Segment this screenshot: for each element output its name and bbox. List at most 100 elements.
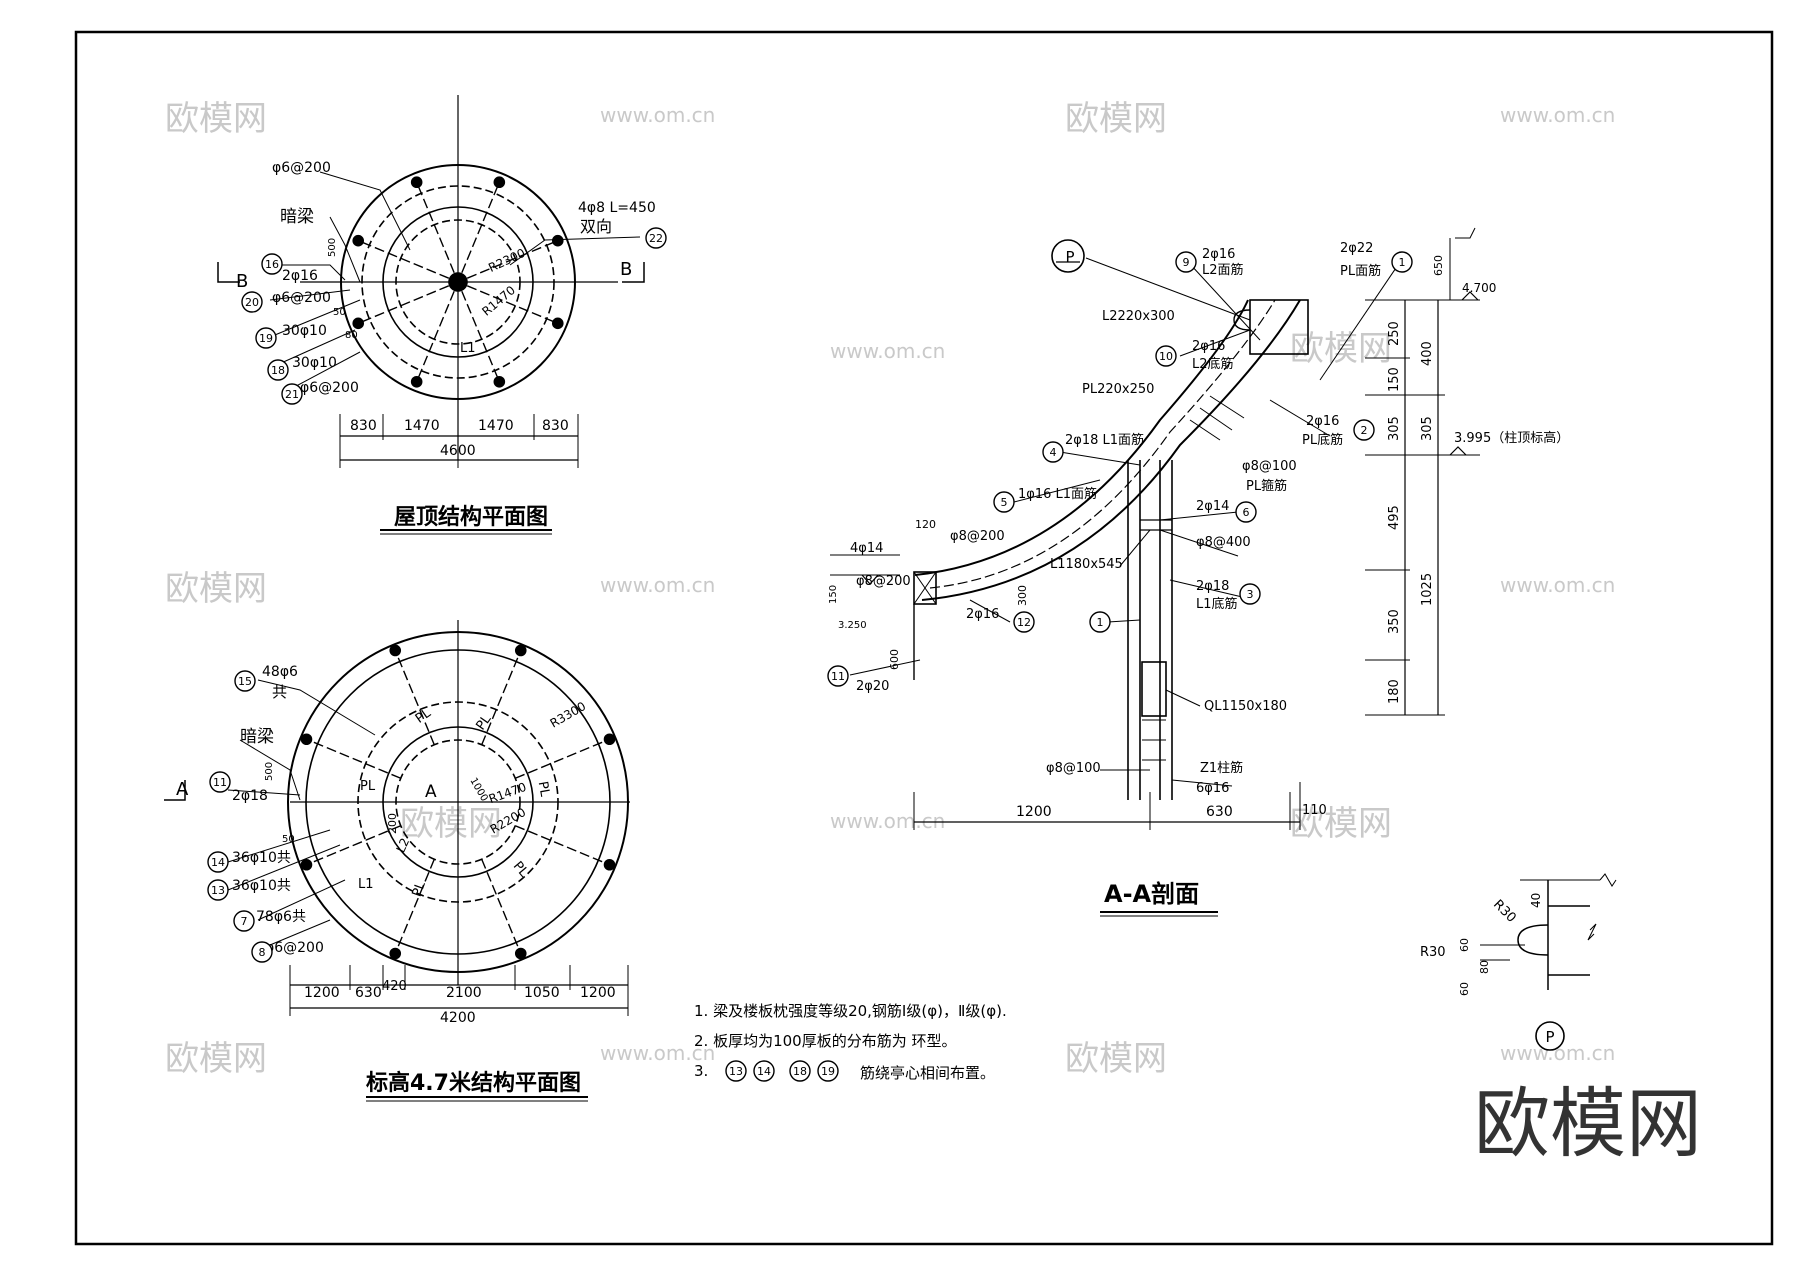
dimension: 60 [1458, 982, 1471, 996]
callout-bubble [817, 1060, 839, 1082]
dimension: 40 [1529, 893, 1543, 908]
dimension: 1470 [478, 418, 514, 434]
callout-number: 13 [729, 1065, 743, 1078]
callout-bubble [251, 941, 273, 963]
column-node [551, 317, 564, 330]
dimension: 495 [1387, 505, 1402, 530]
watermark-url: www.om.cn [1500, 573, 1615, 597]
callout-bubble [1155, 345, 1177, 367]
callout-number: 18 [271, 364, 285, 377]
rebar-label: φ8@100 [1046, 761, 1101, 776]
dimension: 80 [1478, 960, 1491, 974]
note-2: 2. 板厚均为100厚板的分布筋为 环型。 [694, 1032, 956, 1050]
callout-bubble [234, 670, 256, 692]
callout-number: 8 [259, 946, 266, 959]
callout-bubble [207, 879, 229, 901]
callout-number: 16 [265, 258, 279, 271]
note-3-tail: 筋绕亭心相间布置。 [860, 1064, 995, 1082]
rebar-label: 1φ16 L1面筋 [1018, 486, 1097, 502]
roof-structure-plan [217, 95, 645, 535]
rib-line [466, 238, 562, 279]
dimension: 250 [1387, 321, 1402, 346]
dim-200: 200 [386, 813, 399, 834]
section-mark-b-right: B [620, 259, 632, 280]
rebar-label: 36φ10共 [232, 850, 291, 866]
callout-bubble [207, 851, 229, 873]
rebar-label: L2面筋 [1202, 262, 1244, 278]
member-label: L2220x300 [1102, 309, 1175, 324]
callout-bubble [241, 291, 263, 313]
column-node [603, 858, 616, 871]
rebar-label: L1底筋 [1196, 596, 1238, 612]
dimension: 1200 [1016, 804, 1052, 820]
callout-bubble [1391, 251, 1413, 273]
dimension: 300 [1016, 585, 1029, 606]
callout-bubble [993, 491, 1015, 513]
column-node [603, 733, 616, 746]
roof-spokes [352, 176, 564, 388]
rib-line [461, 290, 502, 386]
column-node [300, 858, 313, 871]
rebar-label: 48φ6 [262, 664, 298, 680]
watermark-url: www.om.cn [1500, 103, 1615, 127]
rebar-label: 2φ18 [1196, 579, 1229, 594]
dimension: 150 [1387, 367, 1402, 392]
rebar-label: 4φ14 [850, 541, 883, 556]
callout-number: 19 [259, 332, 273, 345]
column-node [300, 733, 313, 746]
callout-number: 13 [211, 884, 225, 897]
callout-number: 7 [241, 915, 248, 928]
sheet-frame [74, 30, 1774, 1246]
rebar-label: 2φ22 [1340, 241, 1373, 256]
dimension: 1200 [304, 985, 340, 1001]
dimension: 1470 [404, 418, 440, 434]
brand-logo: 欧模网 [1474, 1079, 1702, 1168]
beam-label: L1 [358, 877, 374, 892]
rib-line [481, 859, 523, 958]
level-mark: 3.250 [838, 620, 867, 631]
beam-label: L2 [393, 836, 412, 855]
column-node [410, 375, 423, 388]
column-node [352, 317, 365, 330]
callout-bubble [1239, 583, 1261, 605]
beam-label: PL [410, 879, 430, 899]
column-node [389, 947, 402, 960]
watermark: 欧模网 [165, 569, 267, 609]
watermark: 欧模网 [1290, 804, 1392, 844]
callout-bubble [267, 359, 289, 381]
watermark-url: www.om.cn [830, 809, 945, 833]
rib-line [302, 825, 401, 867]
dimension: 1025 [1420, 573, 1435, 606]
watermark-url: www.om.cn [1500, 1041, 1615, 1065]
level-4700-plan [164, 620, 630, 1102]
rebar-label: PL底筋 [1302, 432, 1343, 448]
column-node [493, 176, 506, 189]
dimension: 600 [888, 649, 901, 670]
callout-number: 1 [1399, 256, 1406, 269]
rebar-label: φ8@400 [1196, 535, 1251, 550]
rebar-label: 2φ16 [1306, 414, 1339, 429]
rebar-label: φ8@200 [950, 529, 1005, 544]
watermark: 欧模网 [1065, 99, 1167, 139]
dimension: 305 [1420, 416, 1435, 441]
drawing-title: 屋顶结构平面图 [394, 504, 548, 530]
watermark-url: www.om.cn [600, 1041, 715, 1065]
callout-bubble [1042, 441, 1064, 463]
callout-bubble [209, 771, 231, 793]
dim-1000: 1000 [467, 776, 489, 804]
watermark-url: www.om.cn [830, 339, 945, 363]
watermark-url: www.om.cn [600, 103, 715, 127]
rebar-label: φ8@200 [856, 574, 911, 589]
section-text: P 2φ16 L2面筋 2φ22 PL面筋 L2220x300 2φ16 L2底… [828, 241, 1569, 908]
callout-number: 9 [1183, 256, 1190, 269]
rebar-label: Z1柱筋 [1200, 760, 1243, 776]
rebar-label: 2φ16 [1202, 247, 1235, 262]
rebar-label: 2φ18 [232, 788, 268, 804]
rib-line [515, 825, 614, 867]
dimension: 630 [1206, 804, 1233, 820]
rebar-label: PL面筋 [1340, 263, 1381, 279]
level-mark: 4.700 [1462, 281, 1496, 295]
detail-mark: P [1545, 1028, 1554, 1046]
rebar-label: 30φ10 [292, 355, 337, 371]
